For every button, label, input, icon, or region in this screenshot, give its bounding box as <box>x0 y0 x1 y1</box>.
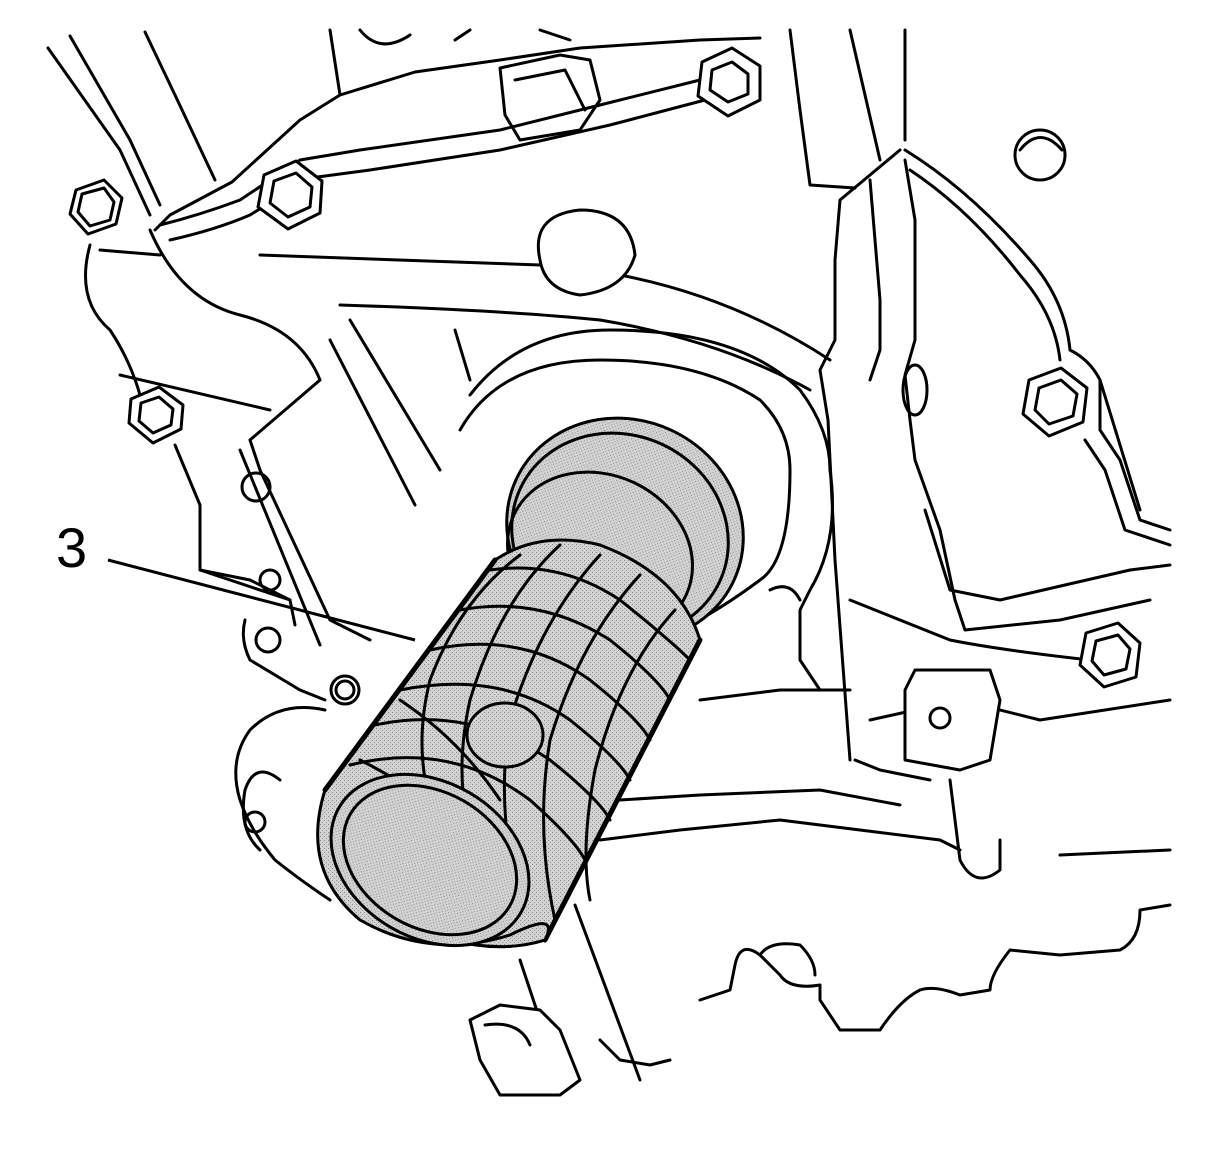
bolts <box>68 46 1142 689</box>
engine-housing <box>46 28 1172 1097</box>
callout-leader-line <box>107 558 416 642</box>
bolt <box>256 159 324 231</box>
bolt <box>127 385 185 445</box>
bolt <box>696 46 762 118</box>
bolt <box>1021 366 1089 438</box>
bolt <box>1078 621 1142 689</box>
callout-label-3: 3 <box>56 516 88 579</box>
seal-installer-tool <box>316 416 745 949</box>
bolt <box>68 178 124 236</box>
dowel-pin <box>536 208 637 297</box>
